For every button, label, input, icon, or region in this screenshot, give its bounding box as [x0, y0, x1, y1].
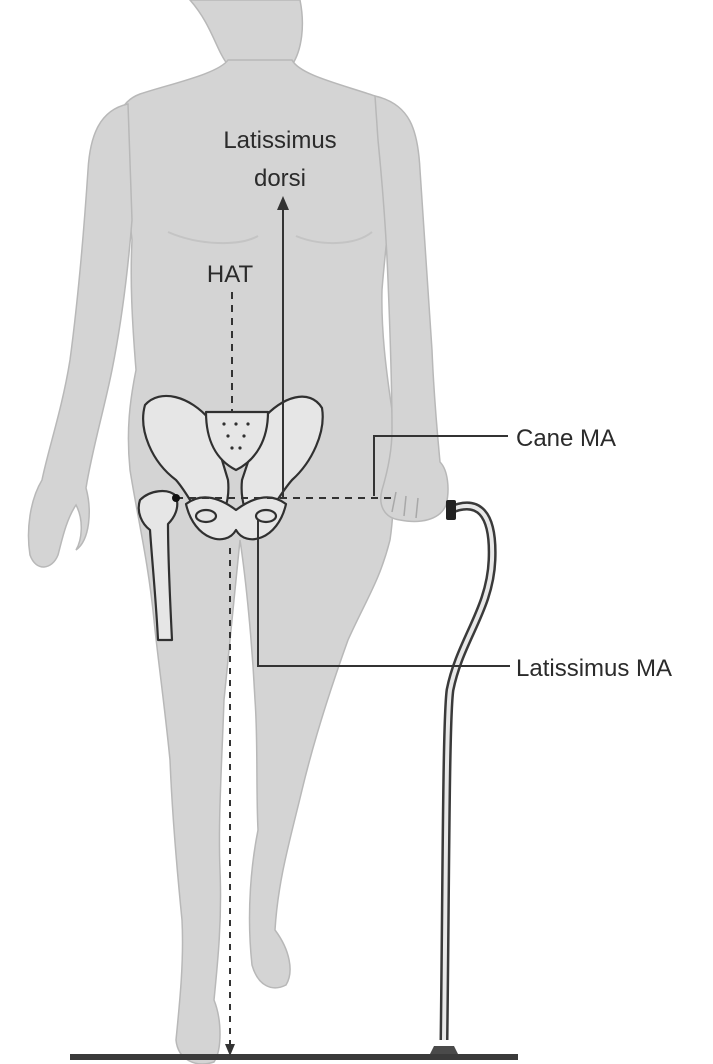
- latissimus-label-line2: dorsi: [254, 165, 306, 192]
- left-obturator: [196, 510, 216, 522]
- hat-label: HAT: [207, 261, 254, 288]
- cane-foot: [430, 1046, 458, 1054]
- latissimus-label-line1: Latissimus: [223, 127, 336, 154]
- floor-line: [70, 1054, 518, 1060]
- cane-ma-label: Cane MA: [516, 425, 616, 452]
- cane: [430, 500, 492, 1054]
- head: [190, 0, 302, 65]
- cane-shaft: [444, 506, 492, 1040]
- latissimus-ma-label: Latissimus MA: [516, 655, 672, 682]
- left-arm: [29, 104, 133, 567]
- hip-center-point: [172, 494, 180, 502]
- cane-grip: [446, 500, 456, 520]
